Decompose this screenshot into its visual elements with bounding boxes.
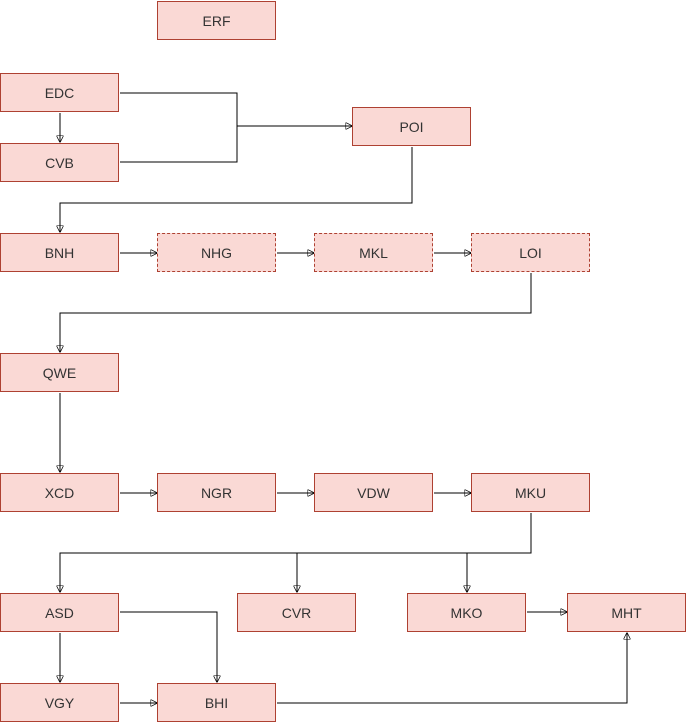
- edge-cvb-poi: [120, 126, 238, 163]
- node-cvr[interactable]: CVR: [237, 593, 356, 632]
- node-mko[interactable]: MKO: [407, 593, 526, 632]
- edge-bhi-mht: [277, 633, 627, 704]
- node-erf[interactable]: ERF: [157, 1, 276, 40]
- edge-loi-qwe: [60, 273, 532, 352]
- edge-mku-asd: [60, 513, 532, 592]
- edge-asd-bhi: [120, 611, 217, 682]
- node-asd[interactable]: ASD: [0, 593, 119, 632]
- edge-poi-bnh: [60, 147, 413, 232]
- node-bhi[interactable]: BHI: [157, 683, 276, 722]
- node-ngr[interactable]: NGR: [157, 473, 276, 512]
- node-xcd[interactable]: XCD: [0, 473, 119, 512]
- node-qwe[interactable]: QWE: [0, 353, 119, 392]
- node-nhg[interactable]: NHG: [157, 233, 276, 272]
- node-edc[interactable]: EDC: [0, 73, 119, 112]
- node-bnh[interactable]: BNH: [0, 233, 119, 272]
- node-mkl[interactable]: MKL: [314, 233, 433, 272]
- node-poi[interactable]: POI: [352, 107, 471, 146]
- node-mht[interactable]: MHT: [567, 593, 686, 632]
- node-vdw[interactable]: VDW: [314, 473, 433, 512]
- node-loi[interactable]: LOI: [471, 233, 590, 272]
- node-mku[interactable]: MKU: [471, 473, 590, 512]
- edge-edc-poi: [120, 92, 352, 126]
- node-vgy[interactable]: VGY: [0, 683, 119, 722]
- node-cvb[interactable]: CVB: [0, 143, 119, 182]
